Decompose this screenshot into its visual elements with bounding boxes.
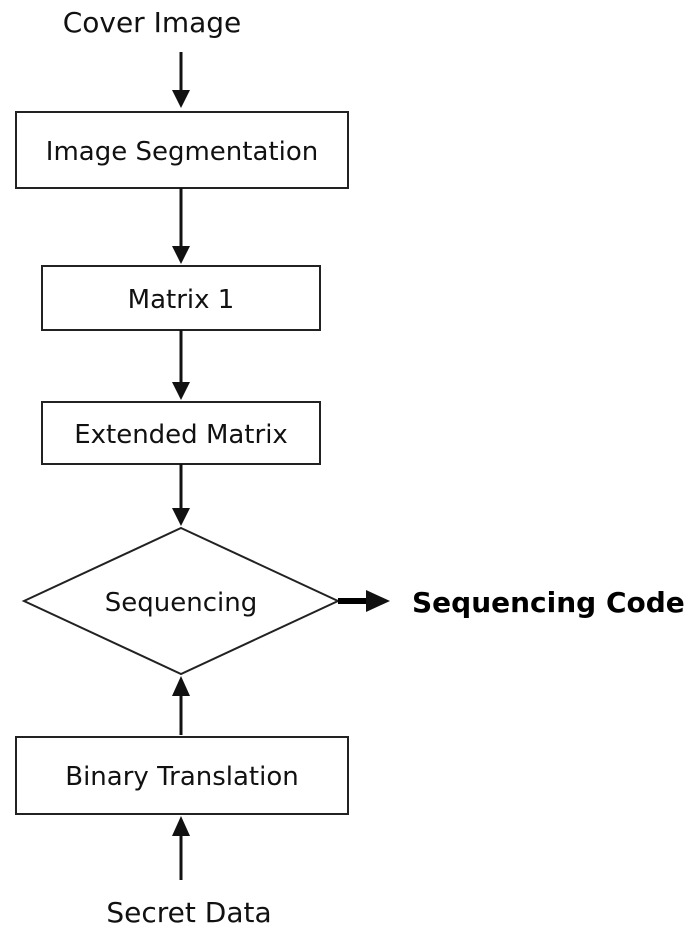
arrow-matrix1-to-extended bbox=[172, 330, 190, 400]
cover-image-label: Cover Image bbox=[63, 6, 242, 39]
arrow-secret-to-binary bbox=[172, 816, 190, 880]
image-segmentation-label: Image Segmentation bbox=[46, 137, 318, 167]
image-segmentation-box: Image Segmentation bbox=[15, 111, 349, 189]
secret-data-label: Secret Data bbox=[106, 896, 271, 929]
arrow-binary-to-sequencing bbox=[172, 676, 190, 735]
matrix1-box: Matrix 1 bbox=[41, 265, 321, 331]
arrow-extended-to-sequencing bbox=[172, 464, 190, 526]
sequencing-code-label: Sequencing Code bbox=[412, 586, 685, 619]
arrow-sequencing-to-code bbox=[338, 590, 390, 612]
arrow-cover-to-segmentation bbox=[172, 52, 190, 108]
matrix1-label: Matrix 1 bbox=[128, 285, 235, 315]
arrow-segmentation-to-matrix1 bbox=[172, 188, 190, 264]
sequencing-label: Sequencing bbox=[105, 588, 257, 618]
extended-matrix-box: Extended Matrix bbox=[41, 401, 321, 465]
sequencing-decision: Sequencing bbox=[21, 526, 341, 676]
extended-matrix-label: Extended Matrix bbox=[74, 420, 288, 450]
binary-translation-label: Binary Translation bbox=[65, 762, 298, 792]
binary-translation-box: Binary Translation bbox=[15, 736, 349, 815]
